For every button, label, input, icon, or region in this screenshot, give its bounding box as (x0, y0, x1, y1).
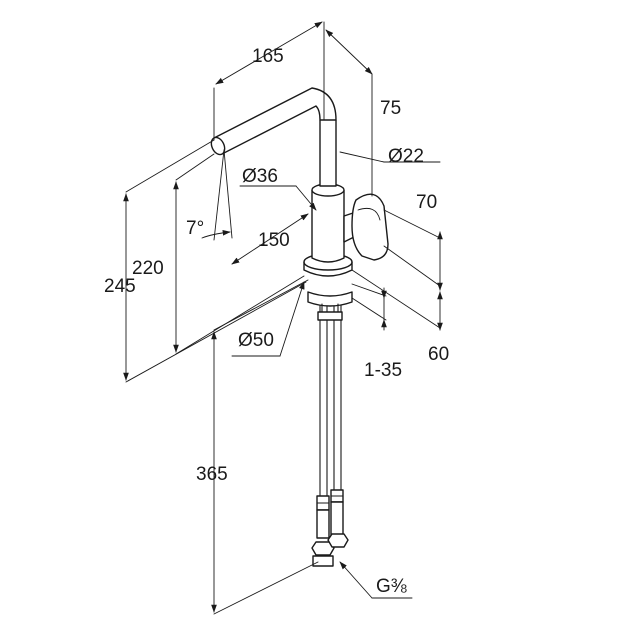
label-spout-angle: 7° (186, 218, 204, 239)
label-handle-height: 70 (416, 192, 437, 213)
faucet-outline (210, 87, 389, 567)
supply-hoses (316, 299, 344, 539)
label-overall-height: 245 (104, 276, 136, 297)
label-base-height: 60 (428, 344, 449, 365)
spout-arm (210, 87, 337, 156)
label-hose-length: 365 (196, 464, 228, 485)
label-height-150: 150 (258, 230, 290, 251)
label-body-diameter: Ø36 (242, 166, 278, 187)
spout-riser (319, 120, 337, 187)
label-connection-thread: G⅜ (376, 576, 407, 597)
connection-nuts (311, 533, 349, 567)
label-spout-diameter: Ø22 (388, 146, 424, 167)
label-deck-thickness: 1-35 (364, 360, 402, 381)
faucet-body (311, 183, 345, 263)
label-base-diameter: Ø50 (238, 330, 274, 351)
dimension-labels: 165 75 Ø22 Ø36 7° 150 70 220 245 Ø50 1-3… (104, 46, 449, 597)
lever-handle (343, 193, 389, 261)
dimension-lines (123, 21, 443, 615)
label-spout-reach: 165 (252, 46, 284, 67)
label-outlet-height: 220 (132, 258, 164, 279)
label-spout-offset: 75 (380, 98, 401, 119)
mounting-bracket (307, 291, 353, 321)
